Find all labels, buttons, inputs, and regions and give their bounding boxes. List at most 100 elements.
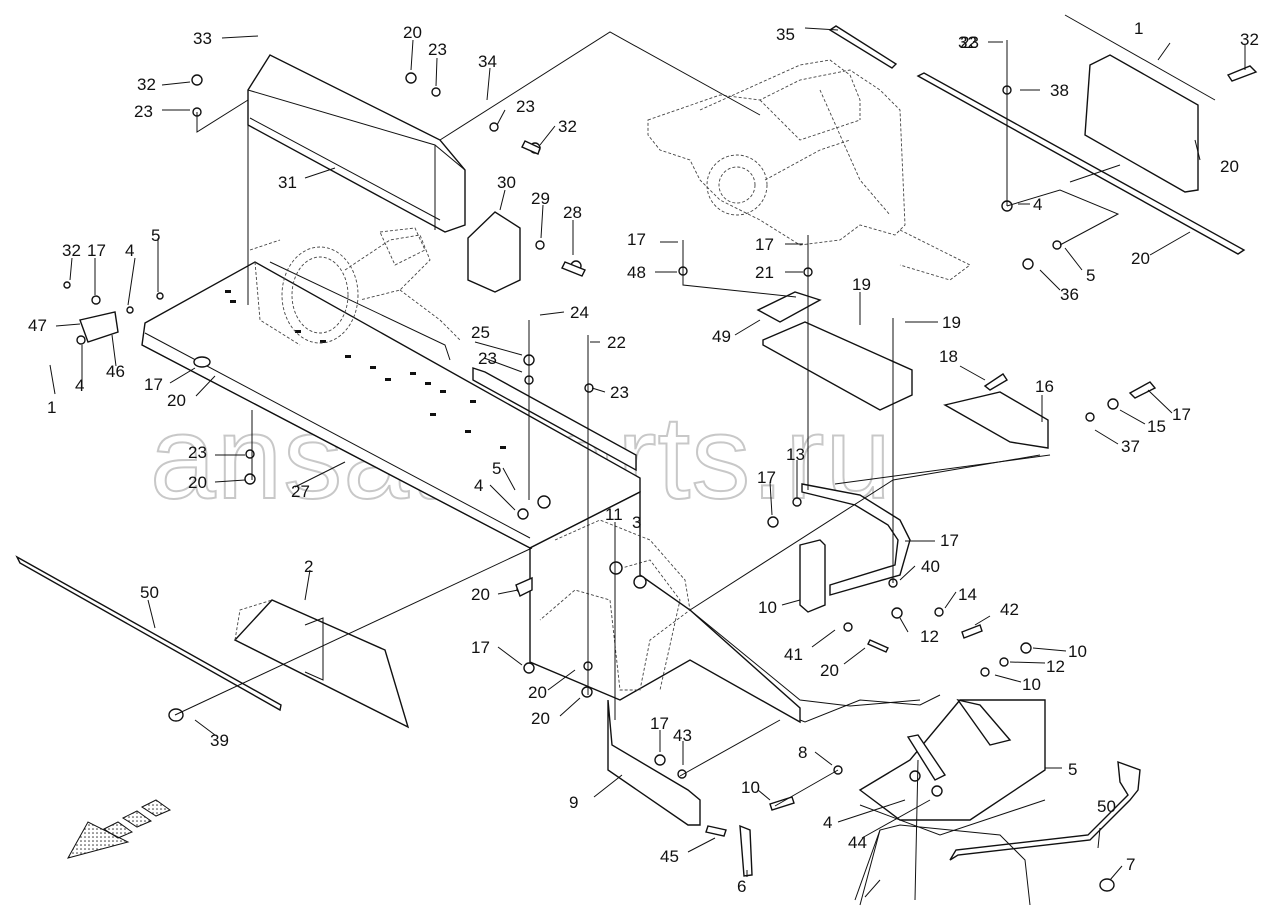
bracket-47 — [79, 311, 119, 343]
callout-label: 49 — [712, 327, 731, 346]
callout-label: 17 — [940, 531, 959, 550]
callout-label: 1 — [1134, 19, 1143, 38]
callout-label: 32 — [1240, 30, 1259, 49]
callout-label: 10 — [1022, 675, 1041, 694]
callout-label: 12 — [920, 627, 939, 646]
plate-38 — [1084, 54, 1199, 193]
callout-label: 5 — [151, 226, 160, 245]
callout-label: 33 — [193, 29, 212, 48]
callout-label: 50 — [1097, 797, 1116, 816]
callout-label: 20 — [1131, 249, 1150, 268]
callout-label: 31 — [278, 173, 297, 192]
callout-label: 20 — [167, 391, 186, 410]
callout-label: 23 — [478, 349, 497, 368]
callout-label: 20 — [820, 661, 839, 680]
callout-label: 34 — [478, 52, 497, 71]
callout-label: 20 — [403, 23, 422, 42]
strip-36 — [916, 72, 1246, 255]
callout-label: 36 — [1060, 285, 1079, 304]
callout-label: 17 — [755, 235, 774, 254]
callout-label: 17 — [627, 230, 646, 249]
callout-label: 20 — [531, 709, 550, 728]
cover-8 — [858, 699, 1046, 821]
callout-label: 32 — [558, 117, 577, 136]
rail-6 — [949, 760, 1141, 861]
callout-label: 22 — [607, 333, 626, 352]
callout-label: 2 — [304, 557, 313, 576]
callout-label: 10 — [758, 598, 777, 617]
callout-label: 21 — [755, 263, 774, 282]
callout-label: 32 — [958, 33, 977, 52]
callout-label: 48 — [627, 263, 646, 282]
callout-label: 23 — [516, 97, 535, 116]
callout-label: 23 — [960, 33, 979, 52]
callout-label: 23 — [134, 102, 153, 121]
callout-label: 5 — [1086, 266, 1095, 285]
callout-label: 17 — [87, 241, 106, 260]
callout-label: 17 — [1172, 405, 1191, 424]
callout-label: 4 — [75, 376, 84, 395]
callout-label: 4 — [823, 813, 832, 832]
callout-label: 4 — [474, 476, 483, 495]
callout-label: 32 — [62, 241, 81, 260]
handle-13 — [801, 483, 911, 596]
plate-48 — [756, 291, 822, 323]
callout-label: 17 — [650, 714, 669, 733]
callout-label: 9 — [569, 793, 578, 812]
callout-label: 47 — [28, 316, 47, 335]
leader-lines — [49, 27, 1246, 898]
callout-label: 17 — [471, 638, 490, 657]
callout-label: 15 — [1147, 417, 1166, 436]
callout-label: 18 — [939, 347, 958, 366]
callout-label: 41 — [784, 645, 803, 664]
callout-label: 19 — [942, 313, 961, 332]
plate-3 — [233, 599, 410, 729]
callout-label: 19 — [852, 275, 871, 294]
callout-label: 29 — [531, 189, 550, 208]
callout-label: 37 — [1121, 437, 1140, 456]
callout-label: 13 — [786, 445, 805, 464]
callout-label: 4 — [1033, 195, 1042, 214]
callout-label: 20 — [528, 683, 547, 702]
cover-18 — [943, 391, 1049, 449]
callout-label: 39 — [210, 731, 229, 750]
callout-label: 50 — [140, 583, 159, 602]
callout-label: 5 — [492, 459, 501, 478]
callout-label: 10 — [741, 778, 760, 797]
callout-label: 23 — [188, 443, 207, 462]
callout-label: 35 — [776, 25, 795, 44]
callout-label: 10 — [1068, 642, 1087, 661]
callout-label: 28 — [563, 203, 582, 222]
callout-label: 44 — [848, 833, 867, 852]
strip-35 — [828, 25, 898, 69]
callout-label: 46 — [106, 362, 125, 381]
callout-label: 24 — [570, 303, 589, 322]
callout-label: 45 — [660, 847, 679, 866]
callout-label: 43 — [673, 726, 692, 745]
callout-label: 40 — [921, 557, 940, 576]
callout-label: 12 — [1046, 657, 1065, 676]
callout-label: 25 — [471, 323, 490, 342]
deck-rail — [472, 367, 637, 472]
callout-label: 5 — [1068, 760, 1077, 779]
callout-label: 20 — [188, 473, 207, 492]
callout-label: 4 — [125, 241, 134, 260]
callout-label: 23 — [428, 40, 447, 59]
callout-label: 11 — [605, 505, 623, 524]
callout-label: 3 — [632, 513, 641, 532]
drawing-lines — [15, 14, 1258, 906]
plate-43 — [607, 699, 701, 826]
callout-label: 1 — [47, 398, 56, 417]
callout-label: 27 — [291, 482, 310, 501]
callout-label: 32 — [137, 75, 156, 94]
callout-label: 17 — [144, 375, 163, 394]
strip-2 — [15, 555, 282, 712]
callout-label: 8 — [798, 743, 807, 762]
callout-label: 42 — [1000, 600, 1019, 619]
callout-label: 23 — [610, 383, 629, 402]
bracket-30 — [467, 211, 521, 293]
callout-label: 30 — [497, 173, 516, 192]
callout-label: 14 — [958, 585, 977, 604]
